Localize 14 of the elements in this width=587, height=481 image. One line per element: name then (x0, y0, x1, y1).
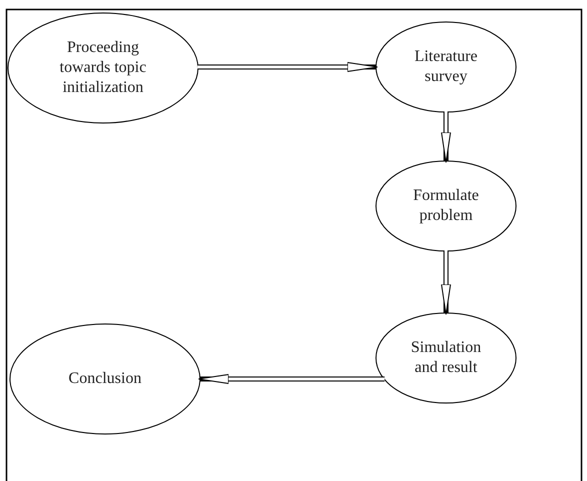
process-ellipse (376, 161, 516, 251)
node-label: Simulation and result (410, 338, 482, 378)
process-ellipse (8, 13, 198, 123)
hollow-arrow (197, 62, 378, 72)
node-label: Literature survey (413, 47, 479, 87)
process-ellipse (376, 22, 516, 112)
hollow-arrow (441, 112, 451, 163)
process-ellipse (10, 324, 200, 434)
node-label: Formulate problem (412, 186, 480, 226)
node-label: Proceeding towards topic initialization (58, 38, 148, 98)
hollow-arrow (441, 250, 451, 315)
hollow-arrow (198, 374, 385, 384)
process-ellipse (376, 313, 516, 403)
node-label: Conclusion (68, 369, 142, 389)
